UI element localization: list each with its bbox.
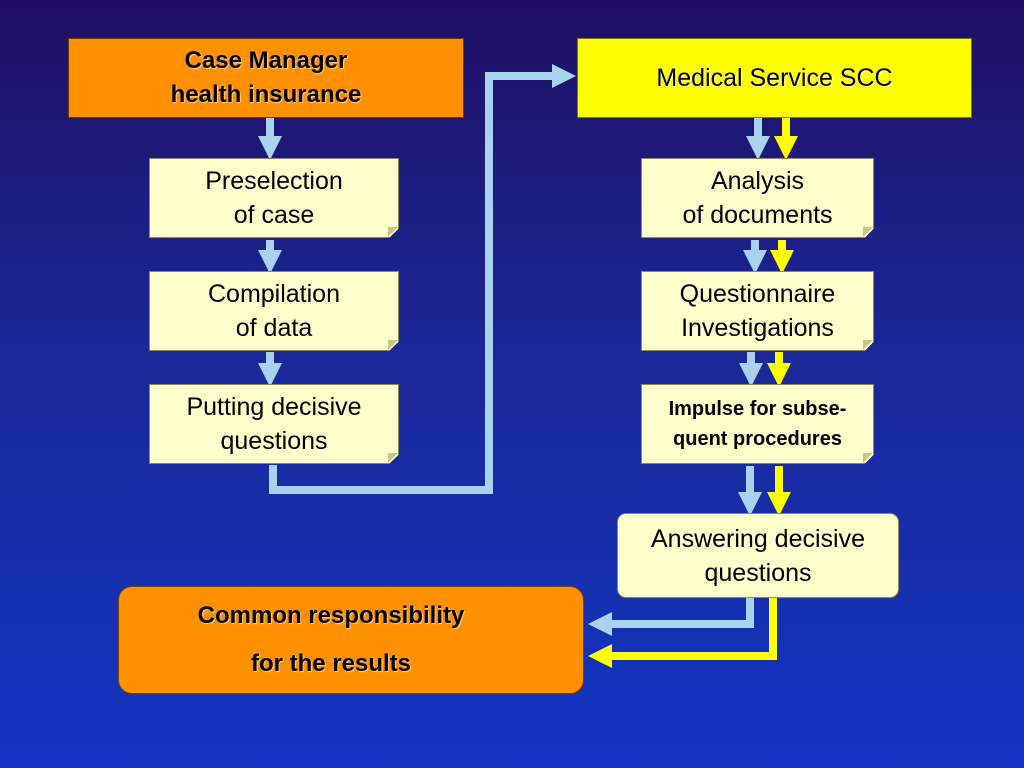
- step-putting-questions: Putting decisive questions: [149, 384, 399, 464]
- medical-service-label: Medical Service SCC: [656, 64, 893, 92]
- step-impulse-line2: quent procedures: [673, 428, 842, 450]
- step-analysis-line1: Analysis: [710, 167, 805, 195]
- common-responsibility-box: Common responsibility for the results: [118, 586, 584, 694]
- step-putting-questions-line2: questions: [220, 427, 328, 455]
- step-analysis-line2: of documents: [682, 201, 833, 229]
- case-manager-box: Case Manager health insurance: [68, 38, 464, 118]
- medical-service-box: Medical Service SCC: [577, 38, 972, 118]
- step-questionnaire-line2: Investigations: [681, 314, 834, 342]
- step-preselection-line1: Preselection: [205, 167, 343, 195]
- step-questionnaire-line1: Questionnaire: [679, 280, 836, 308]
- step-preselection: Preselection of case: [149, 158, 399, 238]
- step-impulse: Impulse for subse- quent procedures: [641, 384, 874, 464]
- answering-line1: Answering decisive: [651, 524, 865, 553]
- arrow-putting-to-medical-service: [269, 64, 576, 494]
- case-manager-line1: Case Manager: [184, 47, 348, 74]
- step-preselection-line2: of case: [233, 201, 315, 229]
- answering-questions-box: Answering decisive questions: [617, 513, 899, 598]
- arrow-answering-to-common-blue: [588, 598, 754, 636]
- common-line1: Common responsibility: [197, 602, 465, 629]
- step-putting-questions-line1: Putting decisive: [186, 393, 362, 421]
- common-line2: for the results: [250, 650, 412, 677]
- step-impulse-line1: Impulse for subse-: [668, 398, 847, 420]
- case-manager-line2: health insurance: [170, 81, 362, 108]
- answering-line2: questions: [704, 558, 812, 587]
- step-questionnaire: Questionnaire Investigations: [641, 271, 874, 351]
- step-compilation-line1: Compilation: [207, 280, 340, 308]
- step-compilation-line2: of data: [235, 314, 313, 342]
- step-analysis: Analysis of documents: [641, 158, 874, 238]
- arrow-answering-to-common-yellow: [588, 598, 777, 668]
- step-compilation: Compilation of data: [149, 271, 399, 351]
